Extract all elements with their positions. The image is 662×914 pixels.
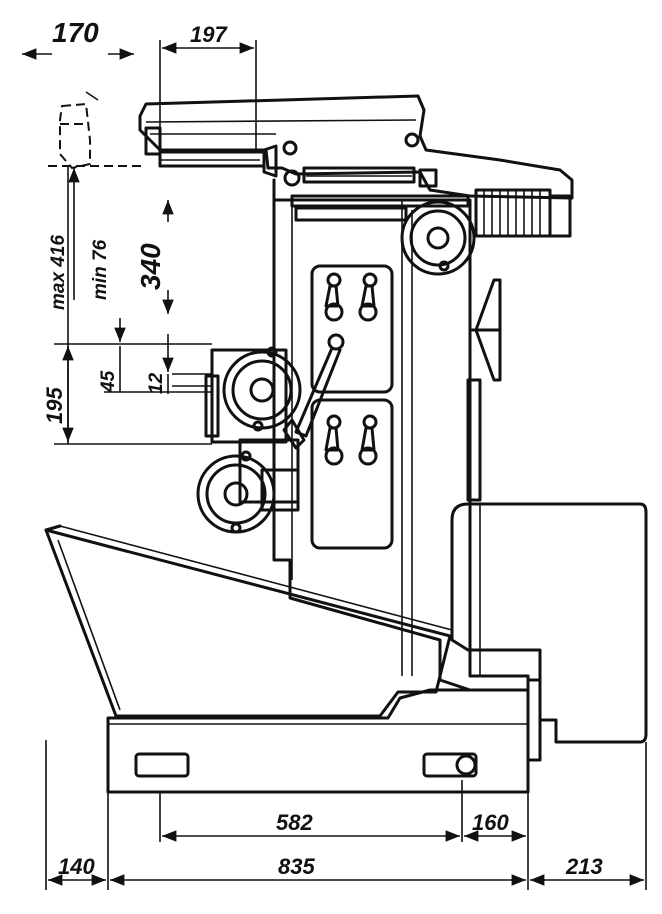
knee-table: [172, 348, 306, 504]
dim-140: 140: [58, 854, 95, 879]
dim-197: 197: [190, 22, 228, 47]
side-handwheel: [466, 278, 502, 502]
upper-handwheel: [400, 200, 476, 276]
gearbox-fins: [474, 188, 572, 238]
upper-control-panel: [310, 264, 394, 394]
dim-582: 582: [276, 810, 313, 835]
machine-column: [272, 178, 530, 692]
dim-835: 835: [278, 854, 315, 879]
lower-control-panel: [310, 398, 394, 550]
dim-195: 195: [42, 387, 67, 424]
lower-handwheel: [196, 450, 300, 534]
alternate-position-outline: [48, 91, 146, 170]
chip-tray: [44, 524, 453, 718]
left-bolt-slot: [134, 752, 190, 778]
dimension-lines: [21, 40, 647, 890]
dim-340: 340: [135, 243, 166, 290]
dim-min: min 76: [90, 239, 111, 300]
overarm: [138, 94, 574, 238]
upper-levers: [324, 272, 378, 322]
middle-handwheel: [222, 346, 302, 432]
dim-170: 170: [52, 17, 99, 48]
dim-45: 45: [98, 370, 119, 393]
dim-213: 213: [565, 854, 603, 879]
motor: [450, 502, 648, 744]
machine-base: [106, 678, 542, 794]
dim-160: 160: [472, 810, 509, 835]
dim-max: max 416: [48, 235, 69, 310]
dim-12: 12: [146, 372, 167, 394]
lower-levers: [324, 414, 378, 466]
